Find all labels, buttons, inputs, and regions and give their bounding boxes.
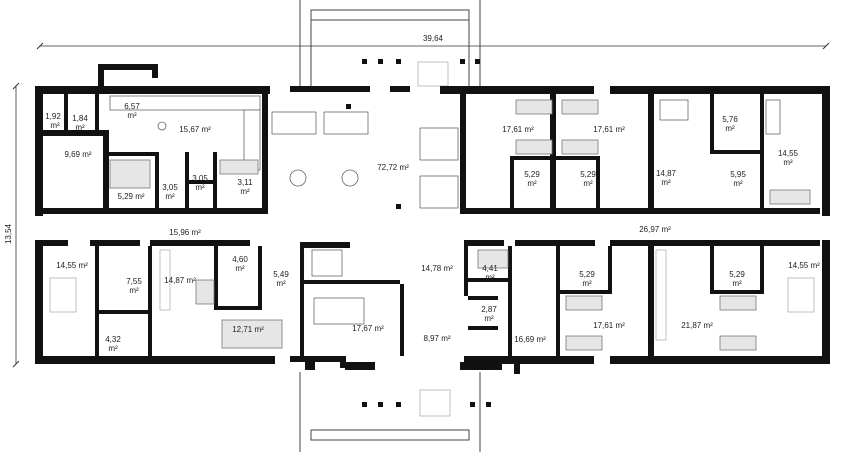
area-laundry: 9,69 m² — [64, 150, 91, 159]
unit-store-c: m² — [240, 187, 250, 196]
area-store-b: 3,05 — [192, 174, 208, 183]
kitchen-furniture — [109, 95, 261, 189]
unit-store-a: m² — [165, 192, 175, 201]
area-room-s3: 21,87 m² — [681, 321, 713, 330]
area-room-s1: 16,69 m² — [514, 335, 546, 344]
unit-bath-s1: m² — [582, 279, 592, 288]
unit-wc-b: m² — [75, 123, 85, 132]
north-terrace — [299, 0, 481, 90]
area-wc-a: 1,92 — [45, 112, 61, 121]
unit-room-n3: m² — [661, 178, 671, 187]
area-wc-b: 1,84 — [72, 114, 88, 123]
unit-wc-a: m² — [50, 121, 60, 130]
area-closet: 5,49 — [273, 270, 289, 279]
area-bath-s1: 5,29 — [579, 270, 595, 279]
area-vestibule: 8,97 m² — [423, 334, 450, 343]
area-hall: 14,78 m² — [421, 264, 453, 273]
exterior-walls — [35, 64, 830, 374]
area-room-n3: 14,87 — [656, 169, 677, 178]
north-room-furniture — [515, 99, 811, 205]
area-dining: 72,72 m² — [377, 163, 409, 172]
width-dimension: 39,64 — [36, 34, 830, 50]
corridor-walls — [43, 208, 820, 248]
area-wc-e: 2,87 — [481, 305, 497, 314]
unit-bath-n2: m² — [583, 179, 593, 188]
south-room-furniture — [159, 249, 757, 351]
area-store-c: 3,11 — [238, 178, 254, 187]
area-wc-sw: 4,32 — [105, 335, 121, 344]
unit-wc-d: m² — [485, 273, 495, 282]
depth-dimension: 13,54 — [4, 82, 20, 368]
area-bath-n2: 5,29 — [580, 170, 596, 179]
unit-wc-c: m² — [235, 264, 245, 273]
area-room-n4: 14,55 — [778, 149, 799, 158]
area-utility-sw: 7,55 — [126, 277, 142, 286]
area-room-n1: 17,61 m² — [502, 125, 534, 134]
area-bath-s2: 5,29 — [729, 270, 745, 279]
dining-tables — [271, 104, 459, 209]
area-stair-e: 14,55 m² — [788, 261, 820, 270]
area-wc-d: 4,41 — [482, 264, 498, 273]
area-bath-n3: 5,76 — [722, 115, 738, 124]
room-labels: 1,92 m² 1,84 m² 6,57 m² 15,67 m² 9,69 m²… — [45, 102, 820, 353]
area-store-a: 3,05 — [162, 183, 178, 192]
area-office-c: 17,67 m² — [352, 324, 384, 333]
unit-wc-e: m² — [484, 314, 494, 323]
area-stair-w: 14,55 m² — [56, 261, 88, 270]
interior-walls — [43, 94, 764, 356]
area-bath-n4: 5,95 — [730, 170, 746, 179]
area-bath-a: 5,29 m² — [117, 192, 144, 201]
unit-closet: m² — [276, 279, 286, 288]
area-entry-ne: 6,57 — [124, 102, 140, 111]
area-corridor-e: 26,97 m² — [639, 225, 671, 234]
area-room-s2: 17,61 m² — [593, 321, 625, 330]
south-terrace — [299, 372, 491, 452]
unit-bath-n3: m² — [725, 124, 735, 133]
unit-bath-s2: m² — [732, 279, 742, 288]
area-room-n2: 17,61 m² — [593, 125, 625, 134]
unit-bath-n4: m² — [733, 179, 743, 188]
area-kitchen: 15,67 m² — [179, 125, 211, 134]
unit-store-b: m² — [195, 183, 205, 192]
unit-wc-sw: m² — [108, 344, 118, 353]
unit-utility-sw: m² — [129, 286, 139, 295]
unit-entry-ne: m² — [127, 111, 137, 120]
area-office-b: 12,71 m² — [232, 325, 264, 334]
area-corridor-w: 15,96 m² — [169, 228, 201, 237]
area-wc-c: 4,60 — [232, 255, 248, 264]
unit-bath-n1: m² — [527, 179, 537, 188]
width-label: 39,64 — [423, 34, 444, 43]
area-bath-n1: 5,29 — [524, 170, 540, 179]
stairs — [49, 277, 815, 313]
area-office-a: 14,87 m² — [164, 276, 196, 285]
unit-room-n4: m² — [783, 158, 793, 167]
depth-label: 13,54 — [4, 223, 13, 244]
